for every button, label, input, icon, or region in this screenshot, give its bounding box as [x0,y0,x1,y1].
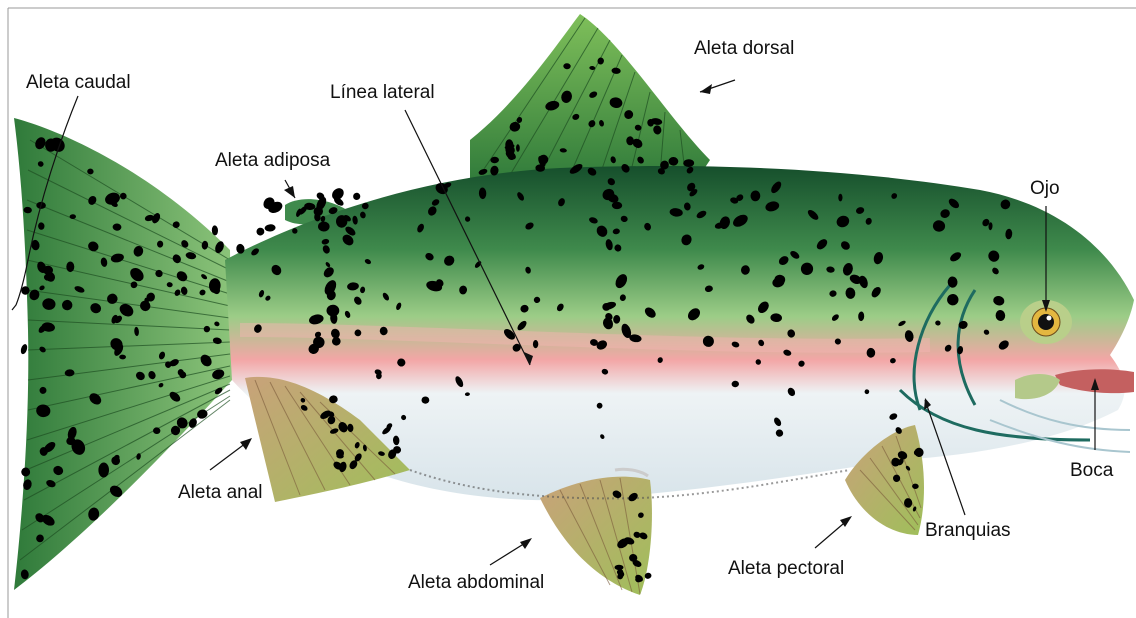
label-boca: Boca [1070,460,1113,482]
spot [20,343,29,355]
label-aleta-abdominal: Aleta abdominal [408,572,544,594]
label-aleta-anal: Aleta anal [178,482,263,504]
label-aleta-dorsal: Aleta dorsal [694,38,794,60]
spot [255,226,266,237]
spot [615,565,624,570]
label-ojo: Ojo [1030,178,1060,200]
label-aleta-adiposa: Aleta adiposa [215,150,330,172]
label-branquias: Branquias [925,520,1011,542]
label-aleta-pectoral: Aleta pectoral [728,558,844,580]
spot [533,340,538,348]
label-aleta-caudal: Aleta caudal [26,72,131,94]
spot [264,224,276,232]
spot [422,397,430,404]
label-linea-lateral: Línea lateral [330,82,435,104]
spot [66,262,74,273]
spot [352,191,362,201]
spot [838,194,842,202]
